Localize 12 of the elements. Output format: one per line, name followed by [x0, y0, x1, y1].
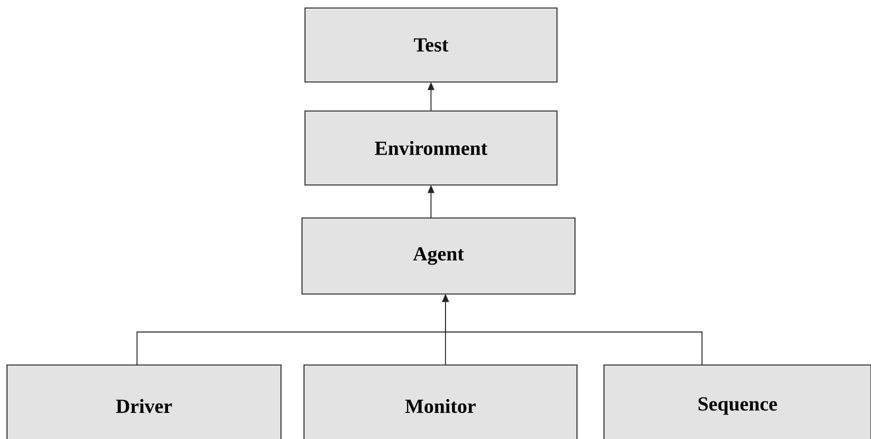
class-box: [6, 364, 282, 439]
class-box: [303, 364, 578, 439]
box-label: Driver: [116, 398, 172, 414]
class-box: [603, 364, 871, 439]
class-box: [304, 7, 558, 83]
box-label: Sequence: [698, 397, 777, 415]
class-box: [304, 110, 558, 186]
box-label: Environment: [374, 140, 488, 156]
box-label: Agent: [413, 247, 464, 265]
box-label: Monitor: [405, 398, 476, 414]
box-label: Test: [414, 38, 448, 52]
class-box: [301, 217, 576, 295]
